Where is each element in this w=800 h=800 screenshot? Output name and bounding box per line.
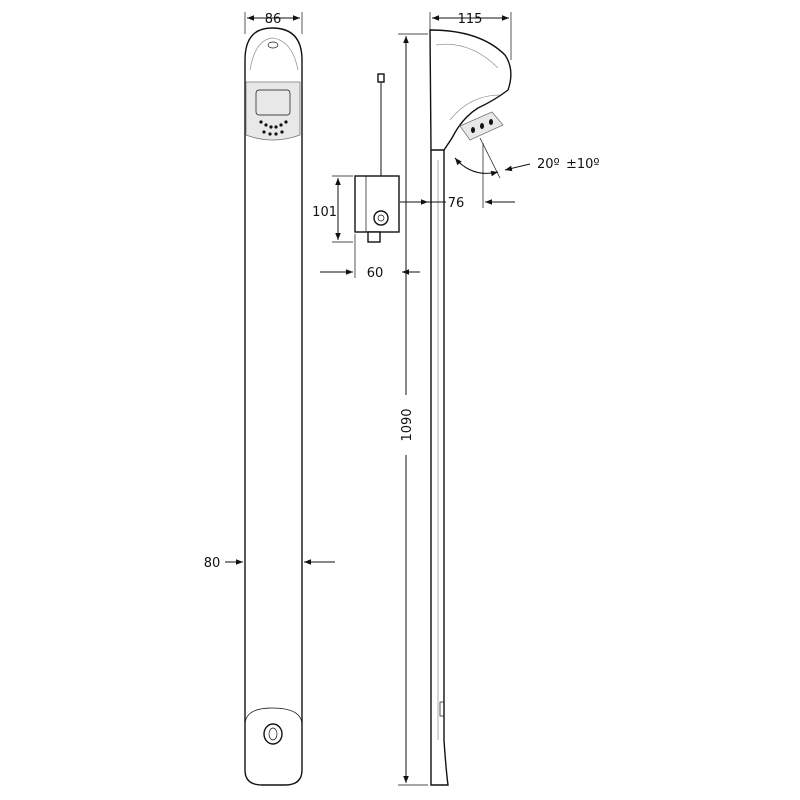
front-spray-nozzles bbox=[259, 120, 288, 136]
dim-box-height: 101 bbox=[312, 205, 337, 220]
side-column bbox=[430, 150, 449, 786]
dim-head-offset: 76 bbox=[448, 196, 465, 211]
front-view: 86 80 bbox=[204, 12, 335, 786]
front-head-cap bbox=[249, 37, 299, 71]
box-inlet-fitting bbox=[367, 231, 381, 243]
front-push-button bbox=[263, 723, 283, 745]
control-box-port bbox=[373, 210, 389, 226]
front-bottom-housing bbox=[244, 707, 303, 726]
overall-height-dimension: 1090 bbox=[398, 33, 428, 786]
side-spray-holes bbox=[471, 119, 493, 133]
front-top-hole bbox=[267, 41, 279, 49]
control-box: 101 60 bbox=[312, 73, 428, 281]
cable-connector bbox=[377, 73, 385, 83]
dim-box-depth: 60 bbox=[367, 266, 384, 281]
dim-angle-tolerance: ±10º bbox=[566, 157, 600, 172]
front-column bbox=[244, 27, 303, 786]
dim-angle: 20º bbox=[537, 157, 560, 172]
angle-arc bbox=[454, 157, 499, 177]
side-view: 115 76 20º ±10º bbox=[428, 12, 600, 786]
front-push-button-inner bbox=[268, 727, 278, 741]
dim-overall-height: 1090 bbox=[400, 408, 415, 441]
dim-side-depth: 115 bbox=[458, 12, 483, 27]
dim-body-width: 80 bbox=[204, 556, 221, 571]
dim-top-width: 86 bbox=[265, 12, 282, 27]
side-button-profile bbox=[439, 701, 445, 717]
front-spray-face bbox=[255, 89, 291, 116]
front-shower-housing bbox=[245, 81, 301, 141]
